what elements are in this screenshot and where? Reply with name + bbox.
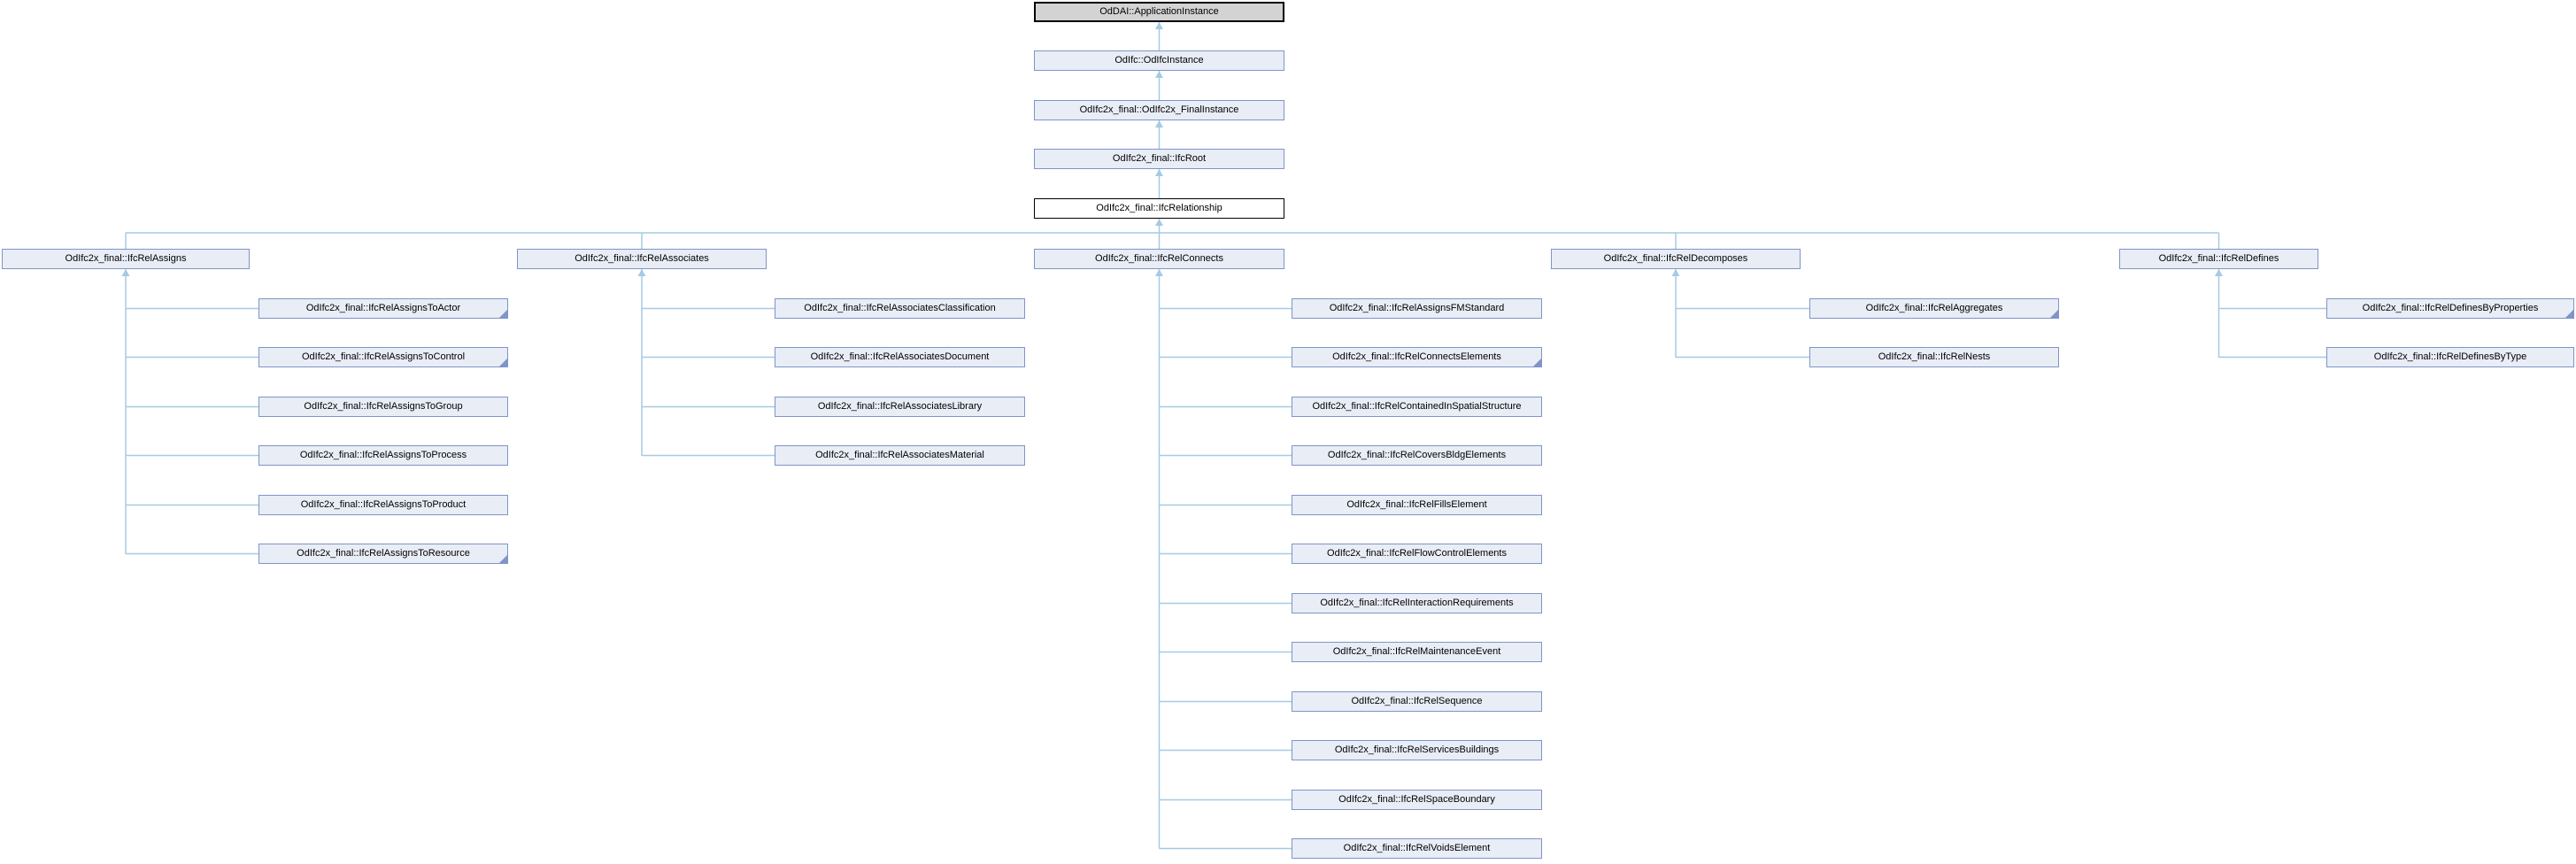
class-node-ifcrelflowcontrolelements[interactable]: OdIfc2x_final::IfcRelFlowControlElements	[1292, 544, 1542, 564]
class-node-label: OdIfc2x_final::IfcRelServicesBuildings	[1334, 744, 1500, 755]
class-node-label: OdIfc2x_final::IfcRelVoidsElement	[1343, 843, 1491, 853]
class-node-ifcreldefinesbytype[interactable]: OdIfc2x_final::IfcRelDefinesByType	[2326, 347, 2574, 367]
class-node-label: OdIfc2x_final::IfcRelAssociates	[575, 253, 709, 264]
class-node-ifcrelassignstoresource[interactable]: OdIfc2x_final::IfcRelAssignsToResource	[258, 544, 508, 564]
class-node-label: OdIfc2x_final::IfcRelDefinesByProperties	[2362, 303, 2539, 313]
class-node-label: OdIfc2x_final::IfcRelNests	[1878, 351, 1991, 362]
class-node-ifcrelassignstoproduct[interactable]: OdIfc2x_final::IfcRelAssignsToProduct	[258, 495, 508, 515]
class-node-ifcroot[interactable]: OdIfc2x_final::IfcRoot	[1034, 149, 1284, 169]
class-node-applicationinstance: OdDAI::ApplicationInstance	[1034, 2, 1284, 22]
class-node-ifcrelvoidselement[interactable]: OdIfc2x_final::IfcRelVoidsElement	[1292, 838, 1542, 859]
class-node-ifcrelassociateslibrary[interactable]: OdIfc2x_final::IfcRelAssociatesLibrary	[775, 397, 1025, 417]
class-node-ifcrelassignstoprocess[interactable]: OdIfc2x_final::IfcRelAssignsToProcess	[258, 445, 508, 466]
class-node-ifcrelassociates[interactable]: OdIfc2x_final::IfcRelAssociates	[517, 249, 767, 269]
class-node-ifcrelassociatesdocument[interactable]: OdIfc2x_final::IfcRelAssociatesDocument	[775, 347, 1025, 367]
class-node-label: OdIfc2x_final::IfcRelAssociatesLibrary	[817, 401, 983, 412]
class-node-ifcrelservicesbuildings[interactable]: OdIfc2x_final::IfcRelServicesBuildings	[1292, 740, 1542, 760]
class-node-ifcrelassignsfmstandard[interactable]: OdIfc2x_final::IfcRelAssignsFMStandard	[1292, 298, 1542, 319]
class-node-label: OdIfc2x_final::IfcRelDefines	[2158, 253, 2279, 264]
class-node-label: OdIfc2x_final::IfcRelFillsElement	[1346, 499, 1487, 510]
class-node-label: OdIfc2x_final::IfcRoot	[1112, 153, 1207, 164]
class-node-label: OdIfc2x_final::IfcRelAssociatesDocument	[810, 351, 990, 362]
class-node-ifcrelnests[interactable]: OdIfc2x_final::IfcRelNests	[1809, 347, 2059, 367]
class-node-label: OdIfc2x_final::IfcRelAssociatesMaterial	[815, 450, 984, 460]
class-node-label: OdIfc2x_final::IfcRelMaintenanceEvent	[1332, 646, 1501, 657]
class-node-label: OdIfc2x_final::IfcRelAssignsToActor	[305, 303, 461, 313]
class-node-ifcrelfillselement[interactable]: OdIfc2x_final::IfcRelFillsElement	[1292, 495, 1542, 515]
class-node-label: OdIfc2x_final::IfcRelDefinesByType	[2373, 351, 2527, 362]
class-node-label: OdIfc2x_final::IfcRelAssignsToControl	[301, 351, 466, 362]
class-node-label: OdIfc2x_final::IfcRelAssociatesClassific…	[804, 303, 996, 313]
class-node-label: OdIfc2x_final::IfcRelAssignsToProduct	[300, 499, 467, 510]
class-node-ifcrelassigns[interactable]: OdIfc2x_final::IfcRelAssigns	[2, 249, 250, 269]
class-node-ifcrelationship: OdIfc2x_final::IfcRelationship	[1034, 198, 1284, 219]
class-node-ifcreldefinesbyproperties[interactable]: OdIfc2x_final::IfcRelDefinesByProperties	[2326, 298, 2574, 319]
class-node-odifcinstance[interactable]: OdIfc::OdIfcInstance	[1034, 50, 1284, 71]
class-node-label: OdIfc2x_final::IfcRelConnects	[1095, 253, 1223, 264]
class-node-label: OdIfc2x_final::IfcRelationship	[1096, 203, 1222, 213]
class-node-label: OdIfc2x_final::IfcRelDecomposes	[1603, 253, 1748, 264]
class-node-label: OdIfc::OdIfcInstance	[1114, 55, 1204, 66]
class-node-ifcreldecomposes[interactable]: OdIfc2x_final::IfcRelDecomposes	[1551, 249, 1801, 269]
class-node-ifcreldefines[interactable]: OdIfc2x_final::IfcRelDefines	[2119, 249, 2318, 269]
class-node-ifcrelassociatesmaterial[interactable]: OdIfc2x_final::IfcRelAssociatesMaterial	[775, 445, 1025, 466]
class-node-ifcrelassignstogroup[interactable]: OdIfc2x_final::IfcRelAssignsToGroup	[258, 397, 508, 417]
class-node-ifcrelinteractionrequirements[interactable]: OdIfc2x_final::IfcRelInteractionRequirem…	[1292, 593, 1542, 613]
class-node-label: OdIfc2x_final::IfcRelAssignsToGroup	[304, 401, 463, 412]
class-node-ifcrelaggregates[interactable]: OdIfc2x_final::IfcRelAggregates	[1809, 298, 2059, 319]
class-node-ifcrelassignstocontrol[interactable]: OdIfc2x_final::IfcRelAssignsToControl	[258, 347, 508, 367]
class-node-ifcrelcontainedinspatialstructure[interactable]: OdIfc2x_final::IfcRelContainedInSpatialS…	[1292, 397, 1542, 417]
class-node-label: OdIfc2x_final::IfcRelFlowControlElements	[1327, 548, 1507, 559]
class-node-label: OdIfc2x_final::IfcRelSpaceBoundary	[1338, 794, 1495, 805]
class-node-ifcrelspaceboundary[interactable]: OdIfc2x_final::IfcRelSpaceBoundary	[1292, 790, 1542, 810]
class-node-label: OdIfc2x_final::IfcRelAggregates	[1865, 303, 2003, 313]
class-node-label: OdIfc2x_final::IfcRelContainedInSpatialS…	[1312, 401, 1522, 412]
class-node-ifcrelassignstoactor[interactable]: OdIfc2x_final::IfcRelAssignsToActor	[258, 298, 508, 319]
class-node-ifcrelassociatesclassification[interactable]: OdIfc2x_final::IfcRelAssociatesClassific…	[775, 298, 1025, 319]
class-node-ifcrelsequence[interactable]: OdIfc2x_final::IfcRelSequence	[1292, 691, 1542, 712]
class-node-ifcrelcoversbldgelements[interactable]: OdIfc2x_final::IfcRelCoversBldgElements	[1292, 445, 1542, 466]
class-node-label: OdIfc2x_final::IfcRelAssignsFMStandard	[1329, 303, 1505, 313]
class-node-ifcrelmaintenanceevent[interactable]: OdIfc2x_final::IfcRelMaintenanceEvent	[1292, 642, 1542, 662]
class-node-label: OdIfc2x_final::OdIfc2x_FinalInstance	[1079, 104, 1239, 115]
class-node-label: OdIfc2x_final::IfcRelConnectsElements	[1332, 351, 1501, 362]
class-node-label: OdIfc2x_final::IfcRelAssigns	[65, 253, 187, 264]
class-node-ifcrelconnects[interactable]: OdIfc2x_final::IfcRelConnects	[1034, 249, 1284, 269]
class-node-label: OdIfc2x_final::IfcRelAssignsToResource	[297, 548, 470, 559]
class-node-label: OdIfc2x_final::IfcRelCoversBldgElements	[1327, 450, 1507, 460]
class-node-label: OdIfc2x_final::IfcRelAssignsToProcess	[299, 450, 467, 460]
class-node-label: OdIfc2x_final::IfcRelSequence	[1351, 696, 1483, 706]
class-node-label: OdDAI::ApplicationInstance	[1099, 6, 1219, 17]
class-node-label: OdIfc2x_final::IfcRelInteractionRequirem…	[1320, 598, 1514, 608]
class-node-ifcrelconnectselements[interactable]: OdIfc2x_final::IfcRelConnectsElements	[1292, 347, 1542, 367]
class-node-odifc2x_finalinstance[interactable]: OdIfc2x_final::OdIfc2x_FinalInstance	[1034, 100, 1284, 120]
